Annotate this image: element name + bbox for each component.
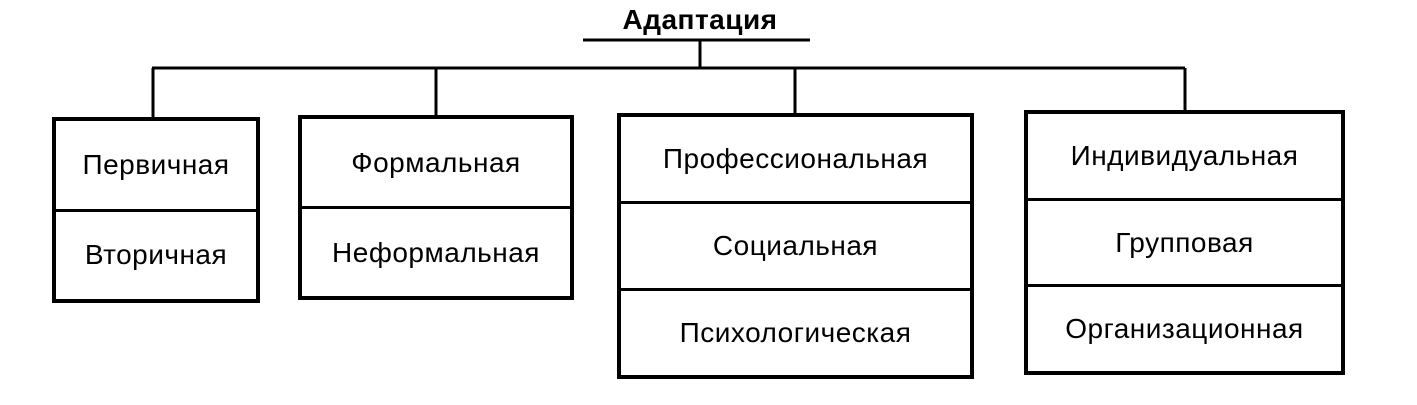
group-professional-social-psychological: Профессиональная Социальная Психологичес…: [617, 113, 974, 379]
item-organizational: Организационная: [1028, 284, 1341, 371]
item-social: Социальная: [621, 201, 970, 288]
item-secondary: Вторичная: [56, 208, 256, 300]
item-primary: Первичная: [82, 148, 230, 180]
group-primary-secondary: Первичная Вторичная: [52, 117, 260, 303]
item-psychological: Психологическая: [621, 288, 970, 375]
item-formal: Формальная: [351, 146, 521, 178]
item-professional: Профессиональная: [662, 143, 929, 174]
item-informal: Неформальная: [302, 206, 570, 296]
group-formal-informal: Формальная Неформальная: [298, 115, 574, 300]
item-individual: Индивидуальная: [1070, 139, 1299, 171]
item-group: Групповая: [1028, 197, 1341, 285]
root-title: Адаптация: [622, 4, 778, 35]
group-individual-group-organizational: Индивидуальная Групповая Организационная: [1024, 110, 1345, 375]
